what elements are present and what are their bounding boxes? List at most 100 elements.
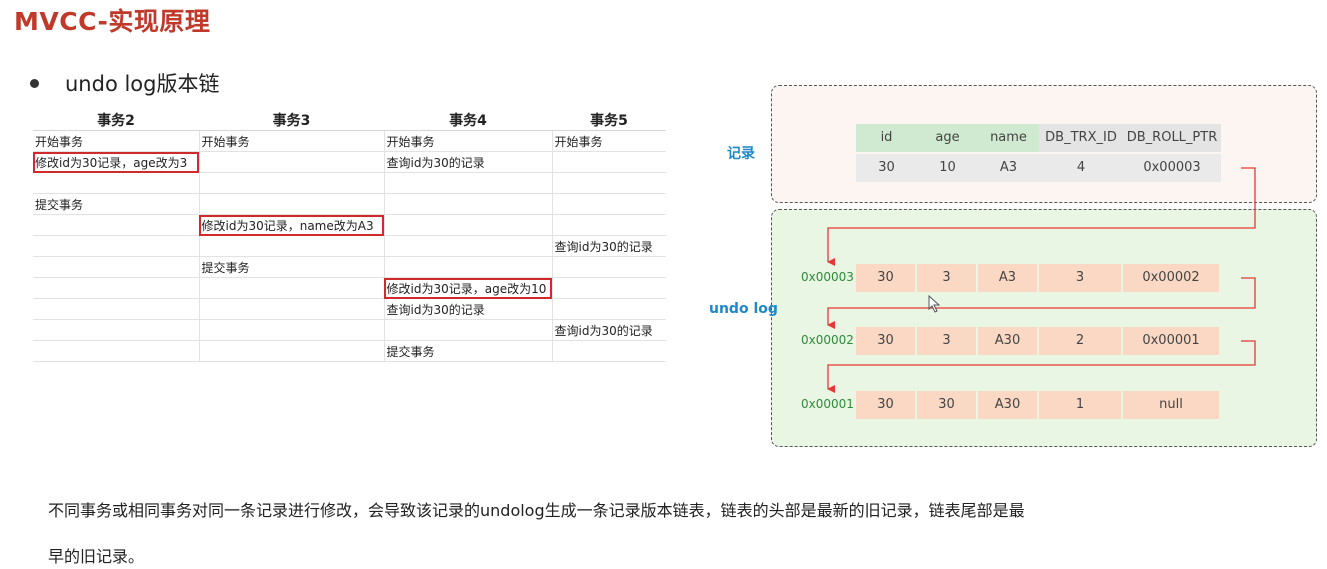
table-cell [551,340,666,362]
table-row: 修改id为30记录，age改为10 [33,277,666,299]
table-header-row: 事务2 事务3 事务4 事务5 [33,110,666,131]
undo-cell: 3 [1039,264,1123,292]
table-cell [551,256,666,278]
undo-cell: A3 [978,264,1039,292]
column-header-name: name [978,124,1039,152]
table-cell [198,298,384,320]
table-row: 修改id为30记录，age改为3 查询id为30的记录 [33,151,666,173]
description-line: 早的旧记录。 [48,547,145,566]
table-cell: 提交事务 [33,193,199,215]
table-cell [551,193,666,215]
undo-row: 30 3 A3 3 0x00002 [856,264,1221,292]
table-cell: 修改id为30记录，name改为A3 [198,214,384,236]
record-cell: 4 [1039,154,1123,182]
table-row: 提交事务 [33,340,666,362]
undo-address: 0x00002 [801,333,854,347]
table-cell [198,340,384,362]
table-cell [383,214,552,236]
column-header-id: id [856,124,917,152]
table-cell [33,277,199,299]
table-cell [33,319,199,341]
table-cell: 查询id为30的记录 [383,151,552,173]
undo-cell: 1 [1039,391,1123,419]
table-cell: 开始事务 [551,130,666,152]
bullet-text: undo log版本链 [65,72,220,96]
undo-log-label: undo log [709,301,778,317]
undo-cell: 0x00002 [1123,264,1221,292]
description-line: 不同事务或相同事务对同一条记录进行修改，会导致该记录的undolog生成一条记录… [48,501,1025,520]
table-cell [551,277,666,299]
table-cell [551,298,666,320]
table-cell [383,319,552,341]
table-cell [551,172,666,194]
undo-cell: 30 [856,327,917,355]
record-cell: A3 [978,154,1039,182]
table-cell [33,256,199,278]
record-header-row: id age name DB_TRX_ID DB_ROLL_PTR [856,124,1221,152]
undo-cell: 3 [917,327,978,355]
table-row: 修改id为30记录，name改为A3 [33,214,666,236]
column-header-trx-id: DB_TRX_ID [1039,124,1123,152]
bullet-item: undo log版本链 [30,68,220,98]
table-cell [198,235,384,257]
undo-address: 0x00001 [801,397,854,411]
undo-cell: 30 [856,264,917,292]
undo-row: 30 3 A30 2 0x00001 [856,327,1221,355]
current-record-row: 30 10 A3 4 0x00003 [856,154,1221,182]
table-cell [383,193,552,215]
roll-ptr-arrow [827,167,1256,266]
undo-cell: 30 [856,391,917,419]
table-cell: 查询id为30的记录 [551,235,666,257]
record-label: 记录 [727,146,755,162]
table-cell [551,214,666,236]
table-header-cell: 事务4 [384,110,552,131]
record-cell: 10 [917,154,978,182]
table-cell: 开始事务 [33,130,199,152]
bullet-dot-icon [30,78,39,88]
undo-cell: A30 [978,391,1039,419]
table-cell [198,277,384,299]
roll-ptr-arrow [827,340,1256,393]
table-row: 提交事务 [33,193,666,215]
table-cell [198,193,384,215]
table-cell [383,256,552,278]
roll-ptr-arrow [827,277,1256,329]
page-title: MVCC-实现原理 [14,7,211,36]
mouse-cursor-icon [928,294,941,313]
record-cell: 30 [856,154,917,182]
record-cell: 0x00003 [1123,154,1221,182]
undo-address: 0x00003 [801,270,854,284]
table-row: 提交事务 [33,256,666,278]
table-header-cell: 事务3 [199,110,384,131]
column-header-age: age [917,124,978,152]
table-cell [33,340,199,362]
table-cell [551,151,666,173]
table-cell [198,319,384,341]
undo-row: 30 30 A30 1 null [856,391,1221,419]
undo-cell: 2 [1039,327,1123,355]
table-cell: 开始事务 [198,130,384,152]
undo-cell: 0x00001 [1123,327,1221,355]
table-cell [33,172,199,194]
table-header-cell: 事务5 [552,110,666,131]
table-cell [198,151,384,173]
table-row: 开始事务 开始事务 开始事务 开始事务 [33,130,666,152]
table-cell [383,172,552,194]
table-row: 查询id为30的记录 [33,298,666,320]
table-cell [383,235,552,257]
table-cell: 查询id为30的记录 [551,319,666,341]
table-header-cell: 事务2 [33,110,199,131]
table-cell: 提交事务 [383,340,552,362]
undo-cell: A30 [978,327,1039,355]
table-cell: 修改id为30记录，age改为10 [383,277,552,299]
table-cell: 修改id为30记录，age改为3 [33,151,199,173]
undo-cell: 3 [917,264,978,292]
table-cell: 开始事务 [383,130,552,152]
column-header-roll-ptr: DB_ROLL_PTR [1123,124,1221,152]
transaction-table: 事务2 事务3 事务4 事务5 开始事务 开始事务 开始事务 开始事务 修改id… [33,110,666,362]
undo-cell: null [1123,391,1221,419]
table-cell: 提交事务 [198,256,384,278]
undo-cell: 30 [917,391,978,419]
table-cell [33,235,199,257]
